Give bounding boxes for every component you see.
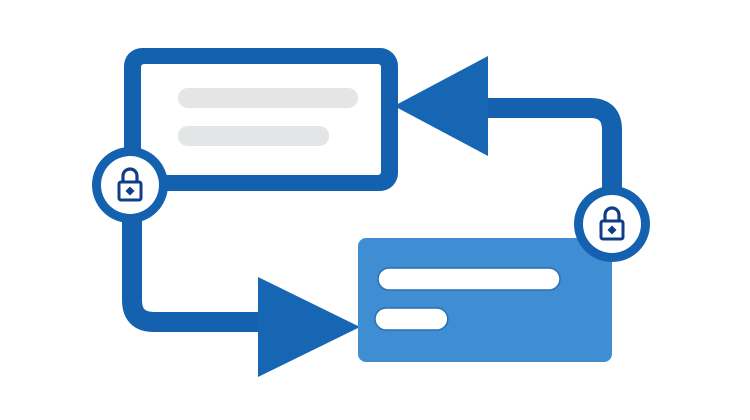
arrow-left-icon — [394, 56, 488, 156]
connector-target-to-source — [468, 98, 622, 240]
lock-badge-right-face — [583, 195, 641, 253]
source-panel — [124, 48, 398, 191]
lock-badge-left — [92, 147, 168, 223]
padlock-shackle — [121, 167, 139, 183]
connector-source-to-target — [122, 185, 290, 332]
target-text-line — [374, 307, 449, 331]
source-panel-lines — [178, 88, 358, 146]
target-panel — [358, 238, 612, 362]
source-panel-inner — [141, 64, 381, 175]
lock-badge-right — [574, 186, 650, 262]
padlock-shackle — [603, 206, 621, 222]
padlock-icon — [117, 167, 143, 202]
arrow-right-icon — [258, 277, 360, 377]
target-text-line — [377, 267, 561, 291]
lock-badge-left-face — [101, 156, 159, 214]
source-text-line — [178, 126, 330, 146]
target-panel-lines — [374, 267, 561, 331]
padlock-body — [599, 219, 625, 241]
padlock-keyhole — [125, 186, 135, 196]
target-panel-body — [358, 238, 612, 362]
padlock-body — [117, 180, 143, 202]
source-text-line — [178, 88, 358, 108]
